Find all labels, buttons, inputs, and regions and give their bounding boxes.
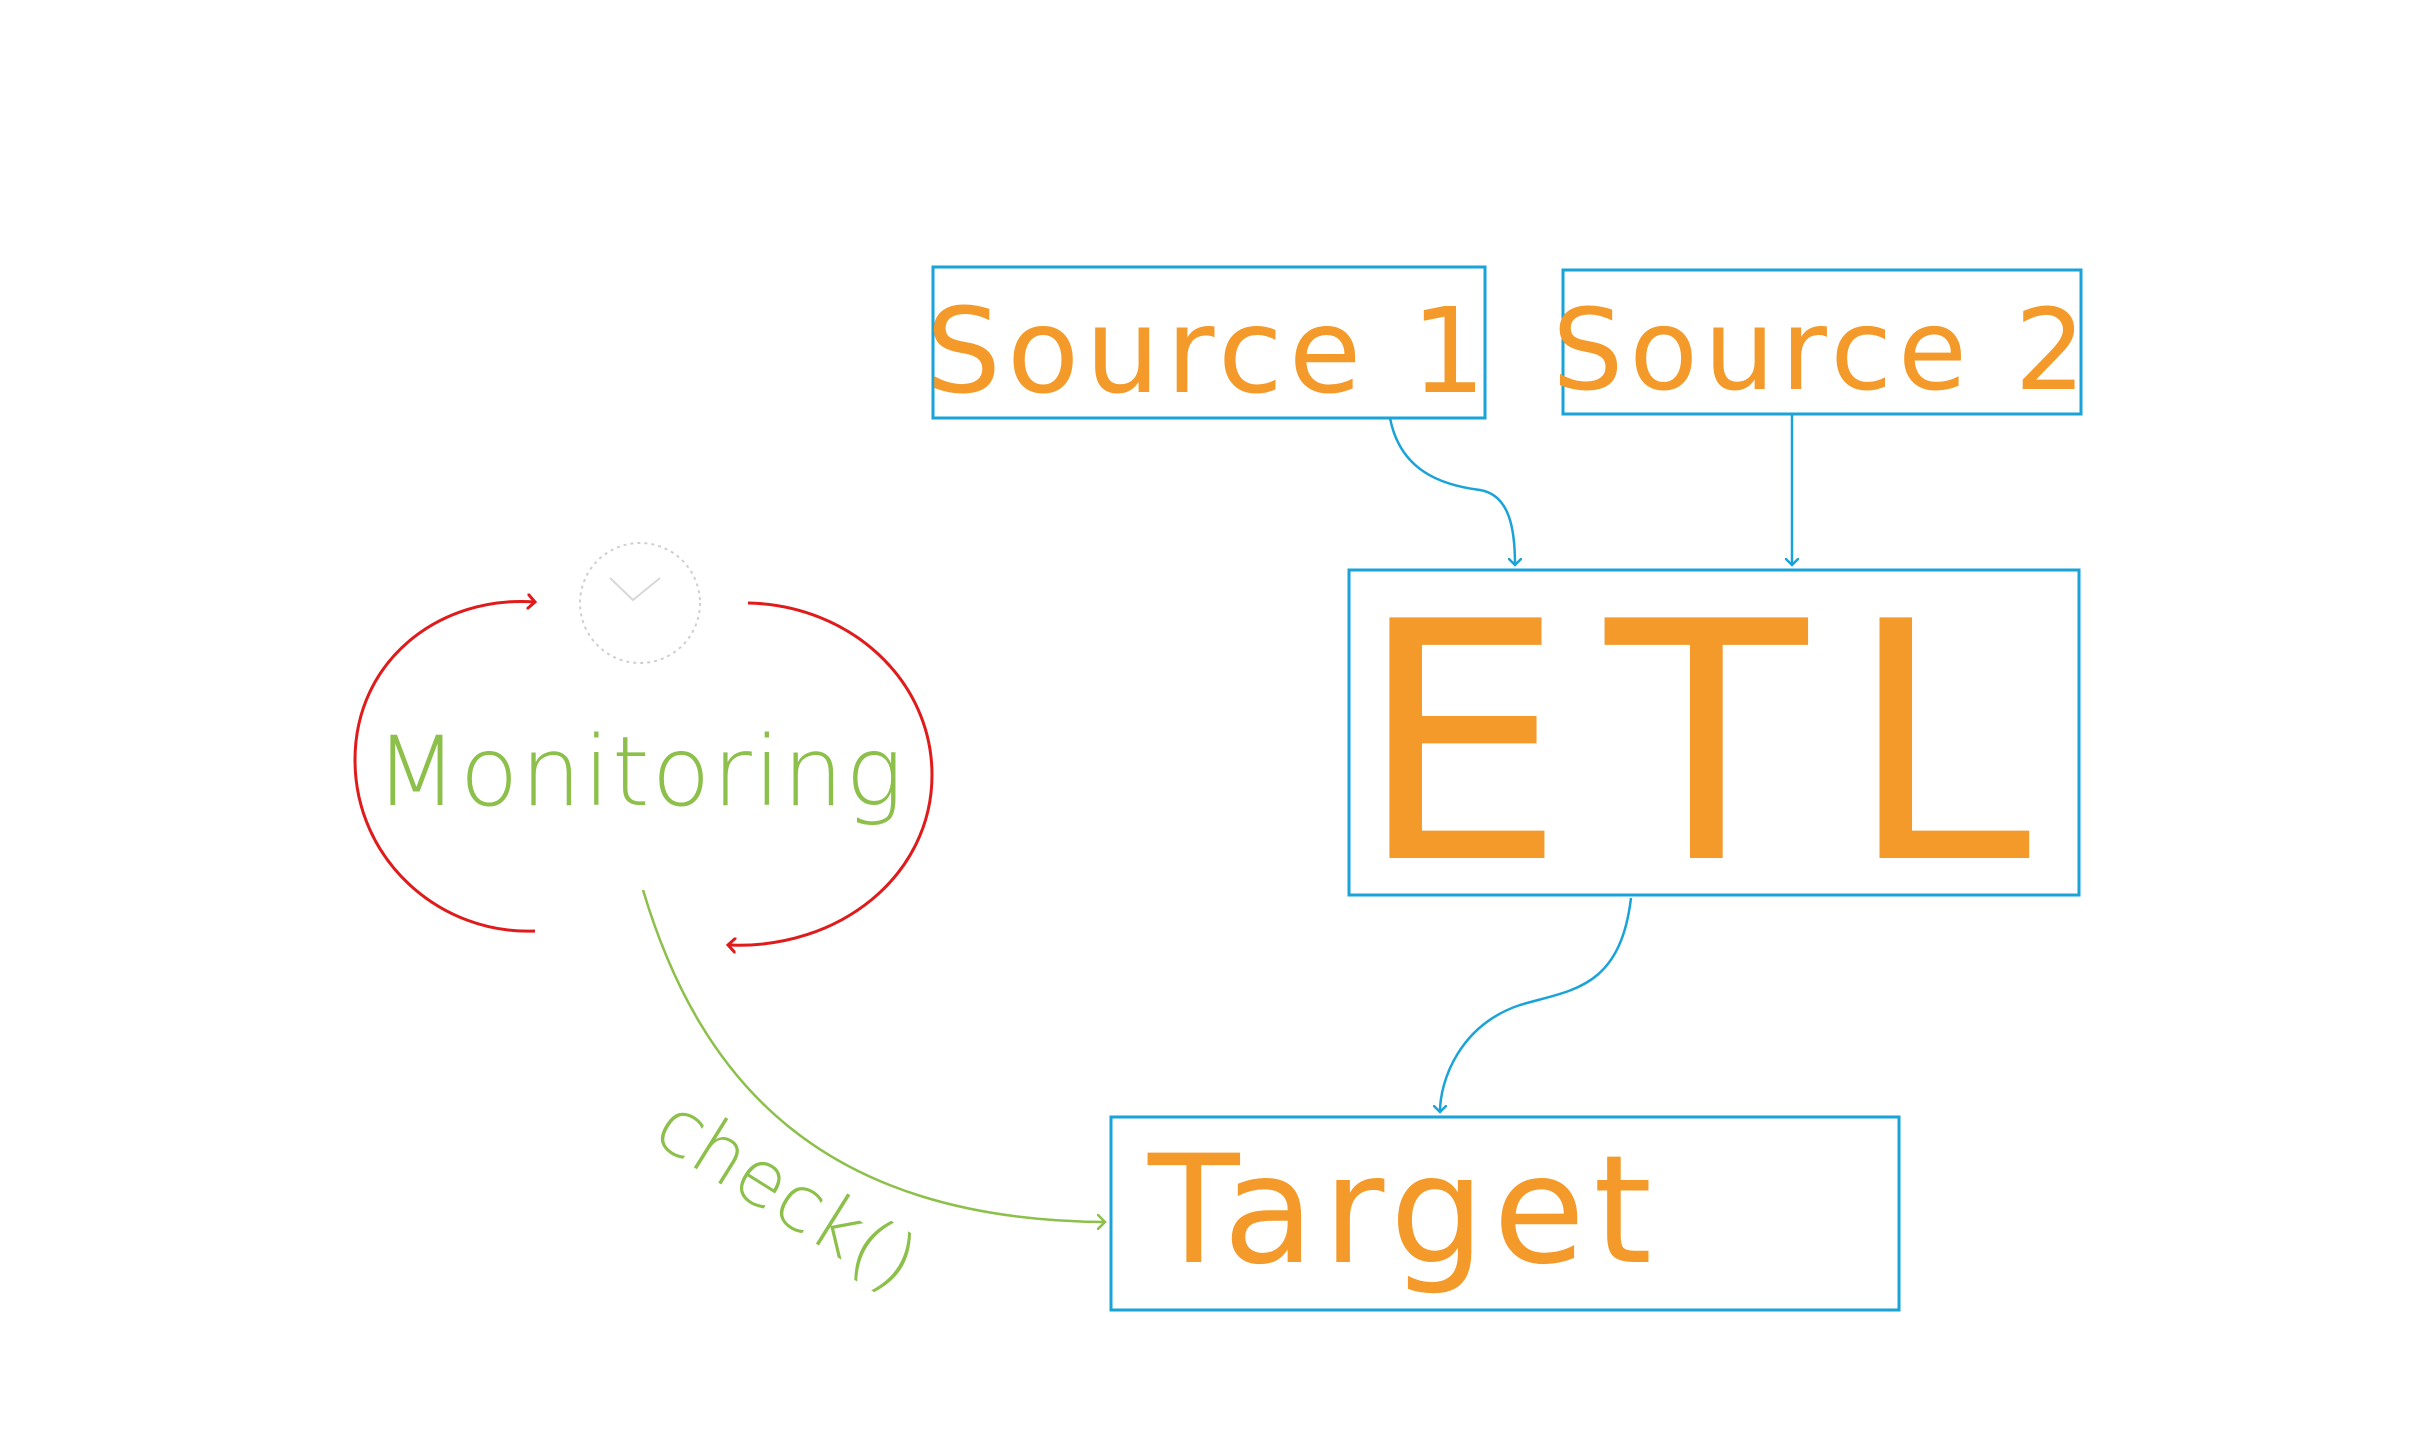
check-edge-label: check() <box>640 1080 933 1310</box>
etl-box <box>1347 568 2081 897</box>
target-node: Target <box>1109 1115 1901 1312</box>
source2-node: Source 2 <box>1552 268 2092 416</box>
target-box <box>1109 1115 1901 1312</box>
edge-monitoring-to-target <box>641 889 1105 1222</box>
edge-source1-to-etl <box>1388 417 1515 565</box>
cycle-arrow-icon <box>728 601 934 945</box>
source1-label: Source 1 <box>926 282 1492 420</box>
etl-node: ETL <box>1347 552 2081 936</box>
target-label: Target <box>1147 1124 1660 1298</box>
edge-etl-to-target <box>1440 897 1633 1112</box>
source1-node: Source 1 <box>926 265 1492 420</box>
source2-label: Source 2 <box>1552 286 2092 416</box>
clock-icon <box>579 542 701 664</box>
monitoring-label: Monitoring <box>375 716 905 828</box>
source1-box <box>931 265 1487 420</box>
etl-label: ETL <box>1357 552 2071 936</box>
source2-box <box>1561 268 2083 416</box>
cycle-arrow-icon <box>353 601 535 933</box>
